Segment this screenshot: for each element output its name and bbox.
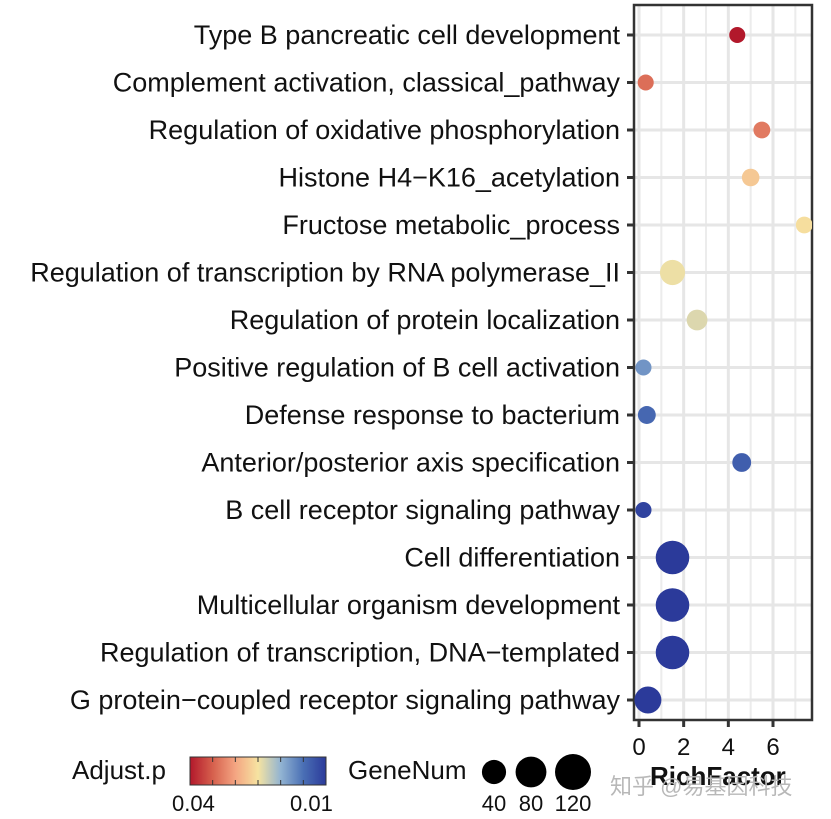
x-axis: 0 2 4 6 [632, 720, 780, 761]
x-axis-title: RichFactor [650, 761, 786, 791]
x-axis-tick-label: 2 [677, 734, 690, 761]
bubble-point [753, 121, 771, 139]
size-legend-label: 40 [482, 791, 506, 816]
size-legend-title: GeneNum [348, 755, 467, 785]
y-axis-term-label: B cell receptor signaling pathway [225, 495, 620, 525]
bubble-point [655, 588, 690, 622]
color-legend-title: Adjust.p [72, 755, 166, 785]
size-legend-dot [555, 754, 591, 790]
size-legend-label: 80 [519, 791, 543, 816]
y-axis-term-label: Complement activation, classical_pathway [113, 68, 621, 98]
bubble-point [686, 309, 708, 331]
bubble-points [634, 26, 812, 714]
bubble-point [741, 168, 760, 187]
bubble-point [635, 359, 652, 376]
y-axis-term-label: Regulation of transcription, DNA−templat… [100, 638, 620, 668]
x-axis-tick-label: 0 [632, 734, 645, 761]
y-axis-term-label: Multicellular organism development [197, 590, 621, 620]
bubble-point [655, 635, 690, 670]
bubble-point [634, 686, 662, 714]
y-axis-term-label: Type B pancreatic cell development [194, 20, 621, 50]
color-legend-max-label: 0.01 [290, 791, 333, 816]
size-legend-dot [515, 756, 547, 788]
color-legend-ticks [212, 757, 304, 785]
size-legend-dot [481, 759, 507, 785]
bubble-point [655, 540, 690, 575]
bubble-point [732, 453, 752, 472]
x-axis-tick-label: 6 [766, 734, 779, 761]
bubble-point [637, 74, 654, 91]
x-axis-tick-label: 4 [722, 734, 735, 761]
bubble-point [635, 501, 652, 519]
color-legend: Adjust.p 0.04 0.01 [72, 755, 333, 816]
y-axis-term-label: Regulation of protein localization [230, 305, 620, 335]
bubble-point [795, 216, 812, 234]
y-axis-term-label: Fructose metabolic_process [282, 210, 620, 240]
color-legend-min-label: 0.04 [172, 791, 215, 816]
y-axis-term-label: G protein−coupled receptor signaling pat… [70, 685, 621, 715]
y-axis-term-label: Positive regulation of B cell activation [174, 353, 620, 383]
y-axis-term-label: Cell differentiation [404, 543, 620, 573]
y-axis-term-labels: Type B pancreatic cell developmentComple… [30, 20, 634, 715]
watermark-text: 知乎 @易基因科技 [610, 774, 792, 799]
bubble-point [637, 406, 656, 424]
y-axis-term-label: Regulation of oxidative phosphorylation [149, 115, 620, 145]
bubble-point [659, 259, 686, 286]
size-legend-items: 40 80 120 [481, 754, 592, 816]
y-axis-term-label: Histone H4−K16_acetylation [279, 163, 620, 193]
y-axis-term-label: Regulation of transcription by RNA polym… [30, 258, 620, 288]
y-axis-term-label: Anterior/posterior axis specification [201, 448, 620, 478]
bubble-point [729, 26, 746, 44]
plot-panel-border [632, 3, 814, 722]
y-axis-term-label: Defense response to bacterium [245, 400, 620, 430]
size-legend-label: 120 [555, 791, 592, 816]
size-legend: GeneNum 40 80 120 [348, 754, 591, 816]
